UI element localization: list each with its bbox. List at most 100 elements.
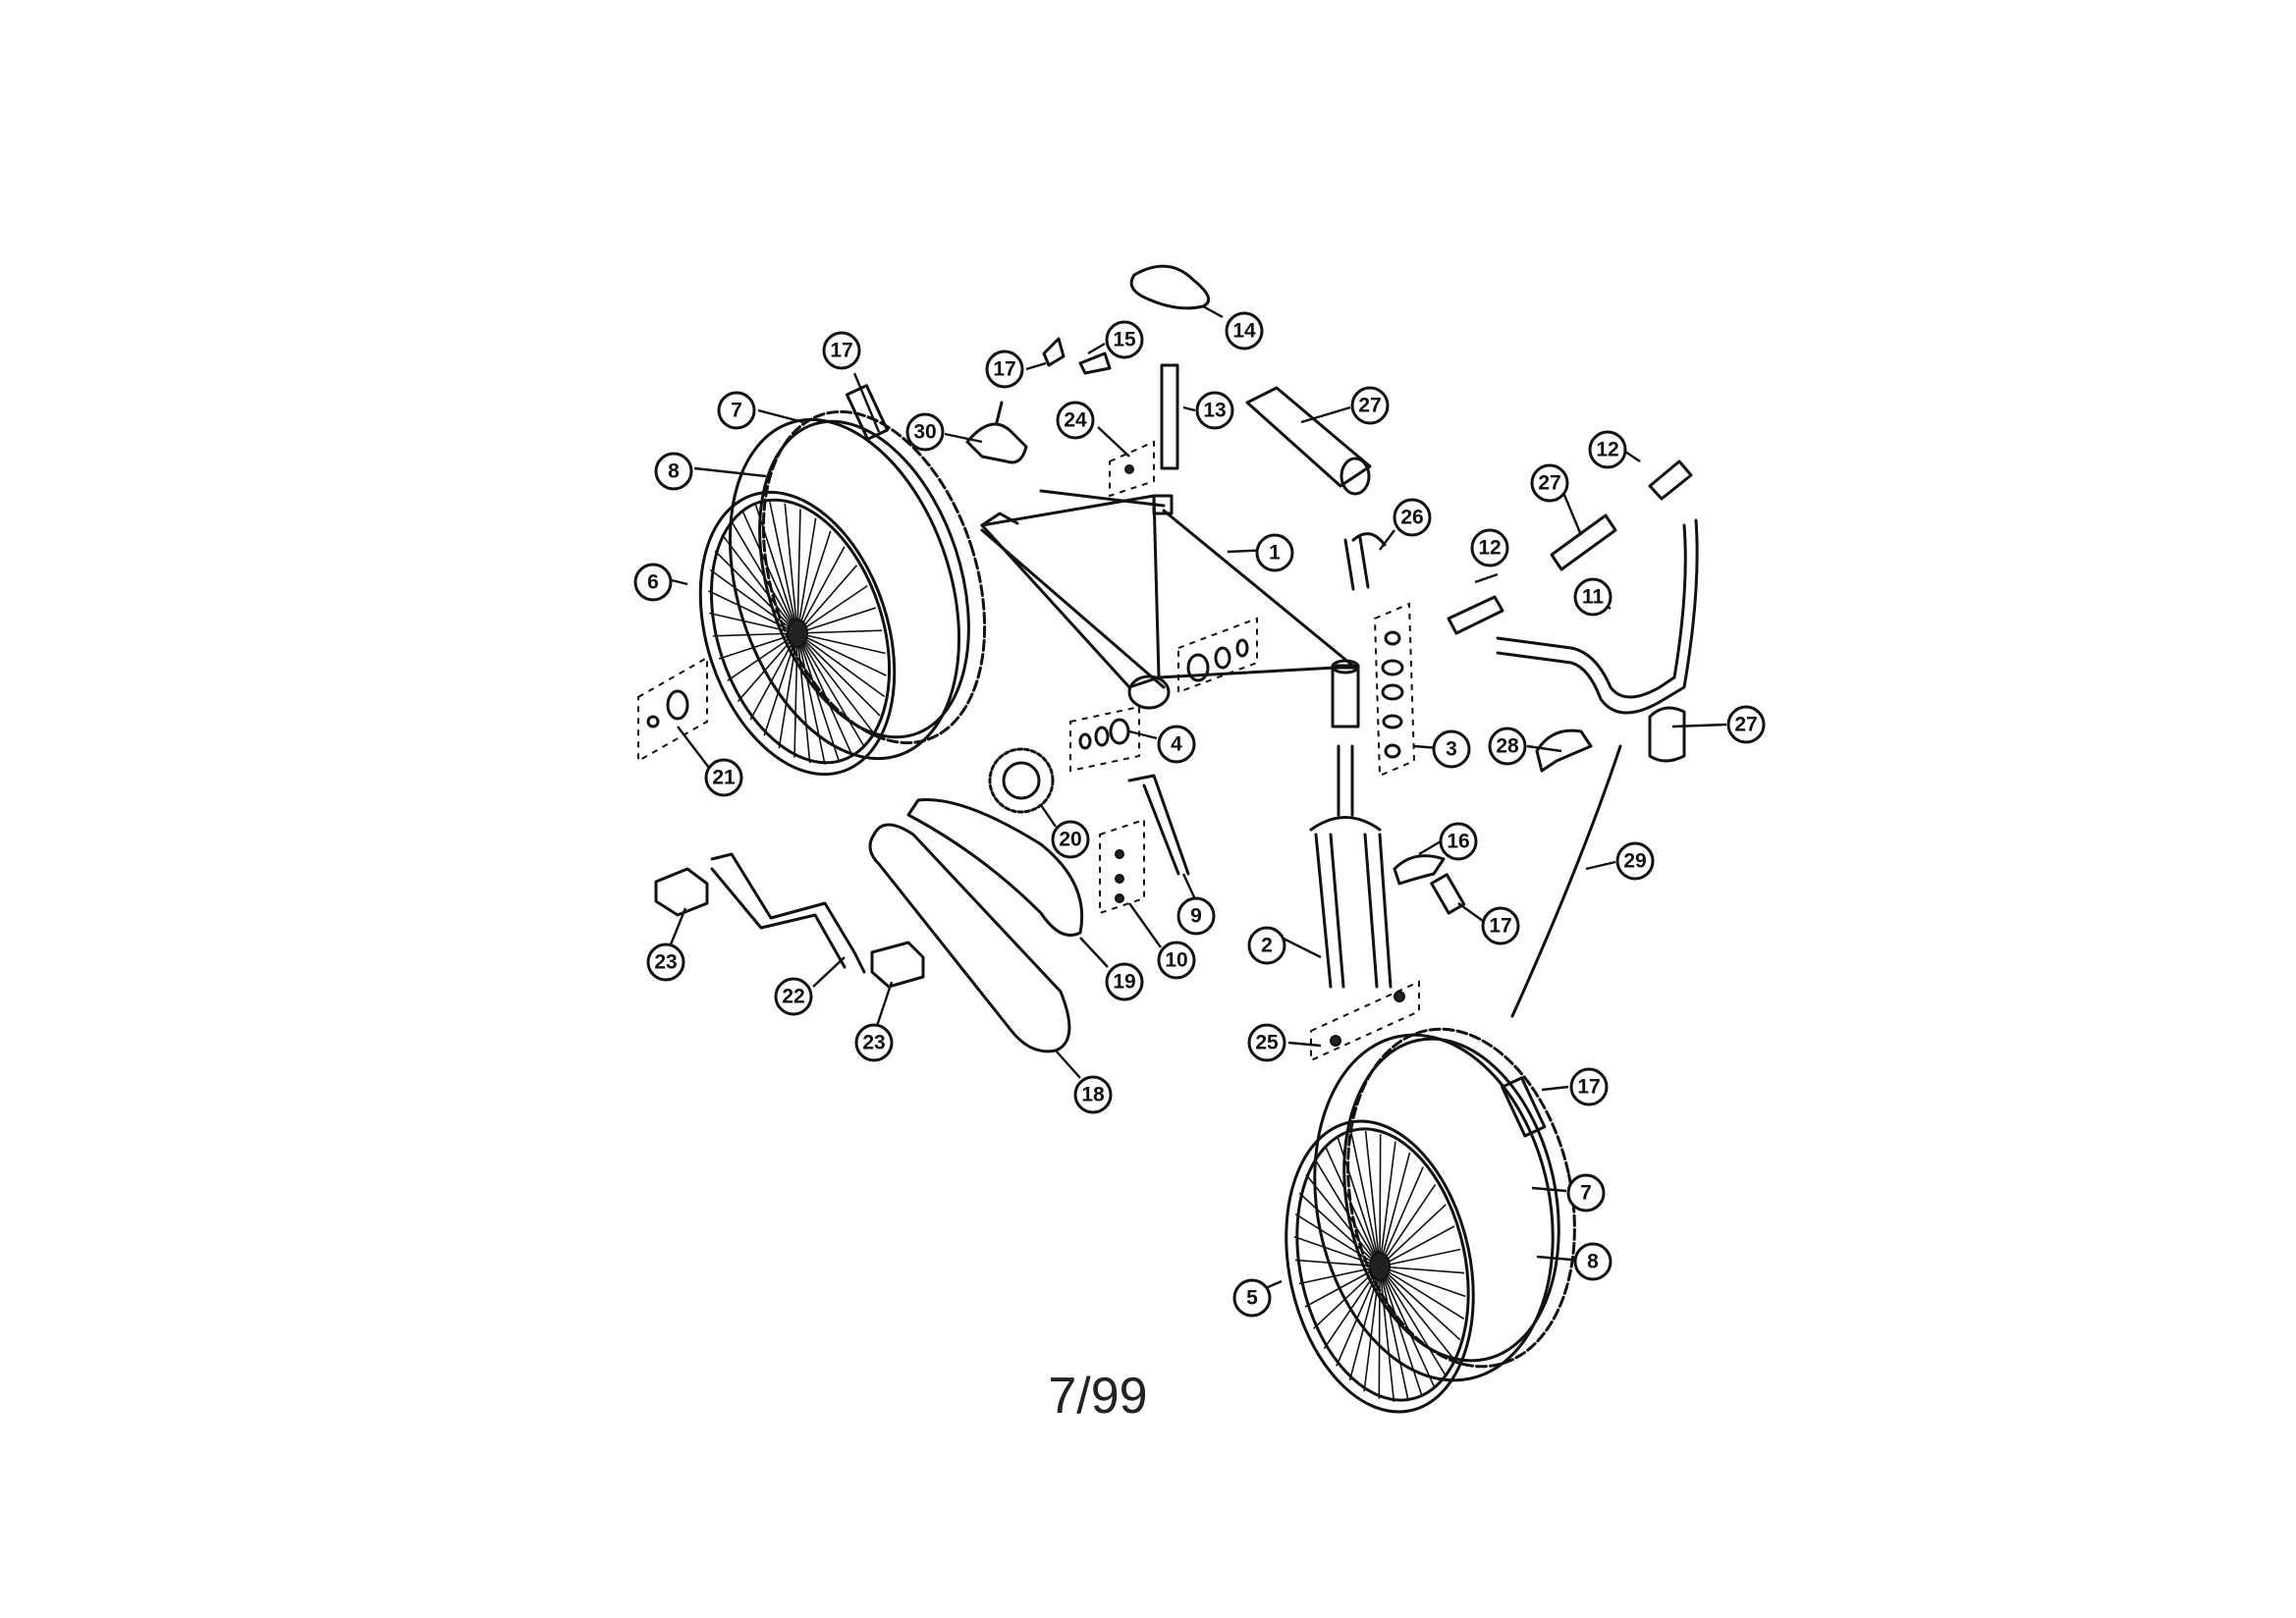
spoke [1294,1259,1381,1267]
callout-20: 20 [1051,820,1090,859]
callout-17-rear-wheel: 17 [822,331,861,370]
spoke [796,584,868,634]
spoke [796,632,886,655]
callout-3: 3 [1432,729,1471,769]
spoke [749,632,798,721]
spoke [718,632,798,660]
callout-25: 25 [1247,1023,1286,1062]
svg-text:14: 14 [1232,320,1256,343]
spoke [1298,1192,1381,1267]
spoke [796,509,801,634]
spoke [1350,1131,1381,1267]
callout-12-left: 12 [1470,528,1509,567]
front-wheel-part [1285,1119,1475,1414]
spoke [796,530,832,634]
spoke [796,546,846,634]
spoke [769,502,798,634]
spoke [1379,1266,1466,1298]
callout-29: 29 [1615,841,1655,881]
spoke [796,632,826,765]
spoke [737,632,798,702]
callout-30: 30 [905,412,945,452]
spoke [1314,1158,1381,1267]
svg-text:23: 23 [654,951,677,974]
spoke [1305,1173,1381,1267]
callout-7-front: 7 [1566,1173,1606,1213]
spoke [1379,1152,1411,1267]
svg-text:21: 21 [712,767,736,789]
svg-text:17: 17 [993,358,1015,381]
rear-inner-tube-part [761,409,987,745]
spoke [1323,1266,1381,1350]
spoke [1379,1266,1423,1397]
svg-text:26: 26 [1400,507,1423,529]
svg-text:17: 17 [1577,1076,1600,1099]
spoke [793,632,798,758]
spoke [1379,1266,1395,1402]
callout-5: 5 [1232,1278,1272,1318]
callout-8-front: 8 [1573,1242,1613,1281]
spoke [796,632,865,746]
spoke [1379,1166,1424,1267]
grip-part-right [1648,459,1693,501]
spoke [1363,1266,1381,1392]
svg-text:24: 24 [1064,409,1087,432]
spoke [709,612,798,634]
callout-4: 4 [1157,725,1196,764]
callout-17-fork: 17 [1481,906,1520,945]
svg-text:15: 15 [1113,329,1136,351]
svg-text:17: 17 [830,340,852,362]
svg-text:25: 25 [1255,1032,1279,1054]
reflector-part-rear [845,384,890,441]
brake-lever-part [1535,728,1593,773]
callout-28: 28 [1488,727,1527,766]
spoke [708,590,798,634]
spoke [1379,1225,1455,1267]
spoke [1336,1266,1381,1367]
bottom-bracket-bearings-part [1069,617,1258,773]
spoke [1379,1266,1436,1388]
sprocket-part [988,747,1055,814]
callout-1: 1 [1255,533,1294,572]
callout-21: 21 [704,758,743,797]
stem-pad-part [1648,706,1686,763]
callout-7-rear: 7 [717,391,756,430]
spoke [712,632,798,637]
seat-part [1129,264,1211,310]
spoke [1304,1266,1381,1308]
spoke [796,517,817,634]
axle-hardware-part [1310,980,1420,1062]
handlebar-pad-part [1550,513,1617,571]
spoke [796,632,853,757]
callout-23-left: 23 [646,943,685,982]
fork-reflector-bracket-part [1393,854,1446,886]
callout-22: 22 [774,977,813,1016]
svg-text:12: 12 [1596,439,1618,461]
reflector-part-top [1042,337,1066,367]
reflector-bracket-part [1078,351,1112,375]
frame-part [980,489,1360,728]
front-inner-tube-part [1346,1027,1576,1369]
spoke [778,632,798,749]
svg-text:7: 7 [731,400,742,422]
svg-text:18: 18 [1081,1084,1105,1106]
svg-text:4: 4 [1171,733,1182,756]
top-tube-pad-part [1245,386,1372,496]
spoke [727,632,798,682]
spoke [796,632,811,764]
spoke [1293,1235,1381,1267]
seat-clamp-part [1109,440,1155,498]
spoke [1298,1266,1381,1285]
callout-6: 6 [633,563,673,602]
handlebar-stem-part [1343,532,1387,591]
spoke [1324,1145,1381,1267]
spoke [730,520,798,634]
spoke [1378,1266,1381,1399]
svg-text:10: 10 [1165,949,1187,972]
grip-part-left [1447,595,1504,635]
svg-text:17: 17 [1489,915,1511,938]
spoke [1379,1134,1382,1267]
spoke [796,565,858,634]
reflector-part-fork [1430,873,1466,915]
